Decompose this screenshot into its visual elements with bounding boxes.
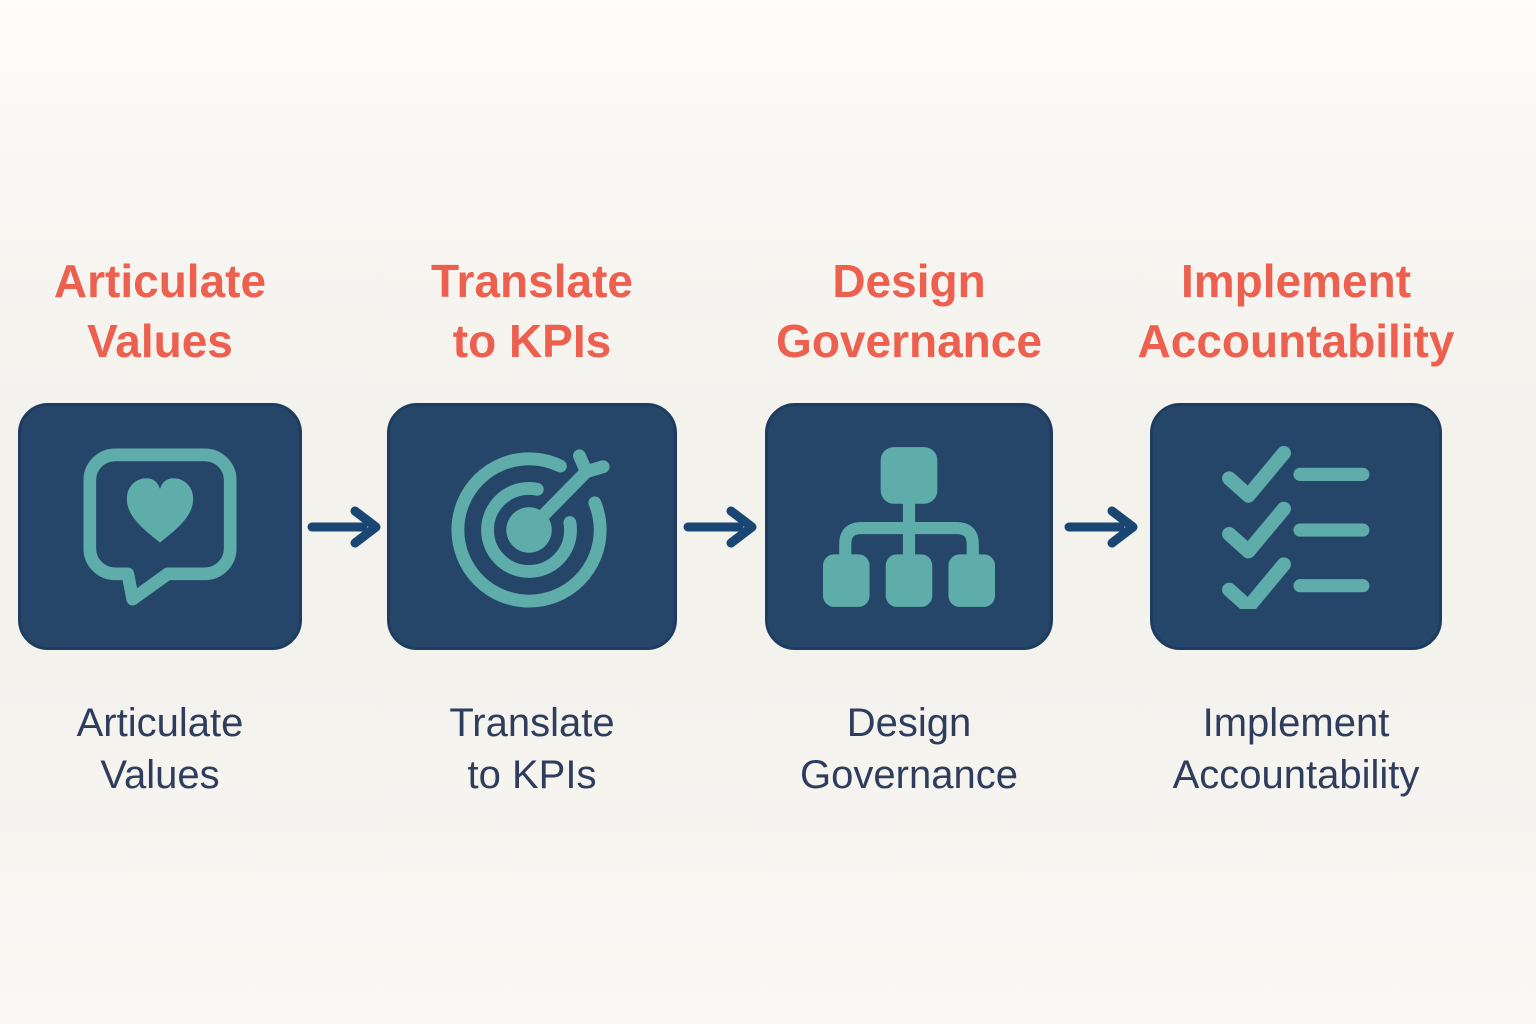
step-caption-implement-accountability: Implement Accountability <box>1172 701 1420 797</box>
right-arrow-icon <box>307 503 383 551</box>
step-box-translate-to-kpis <box>387 403 677 650</box>
right-arrow-icon <box>1064 503 1140 551</box>
speech-bubble-heart-icon <box>82 447 238 607</box>
step-caption-articulate-values: Articulate Values <box>76 701 244 797</box>
step-box-design-governance <box>765 403 1053 650</box>
step-caption-design-governance: Design Governance <box>800 701 1018 797</box>
step-title-implement-accountability: Implement Accountability <box>1137 255 1455 368</box>
step-caption-translate-to-kpis: Translate to KPIs <box>449 701 615 797</box>
step-title-articulate-values: Articulate Values <box>53 255 267 368</box>
org-chart-icon <box>823 446 995 607</box>
step-title-translate-to-kpis: Translate to KPIs <box>431 255 633 368</box>
step-title-design-governance: Design Governance <box>776 255 1042 368</box>
right-arrow-icon <box>683 503 759 551</box>
checklist-icon <box>1221 445 1371 609</box>
process-flow: Articulate Values Translate to KPIs Desi… <box>18 250 1454 801</box>
step-box-articulate-values <box>18 403 302 650</box>
target-arrow-icon <box>448 443 616 611</box>
step-box-implement-accountability <box>1150 403 1442 650</box>
